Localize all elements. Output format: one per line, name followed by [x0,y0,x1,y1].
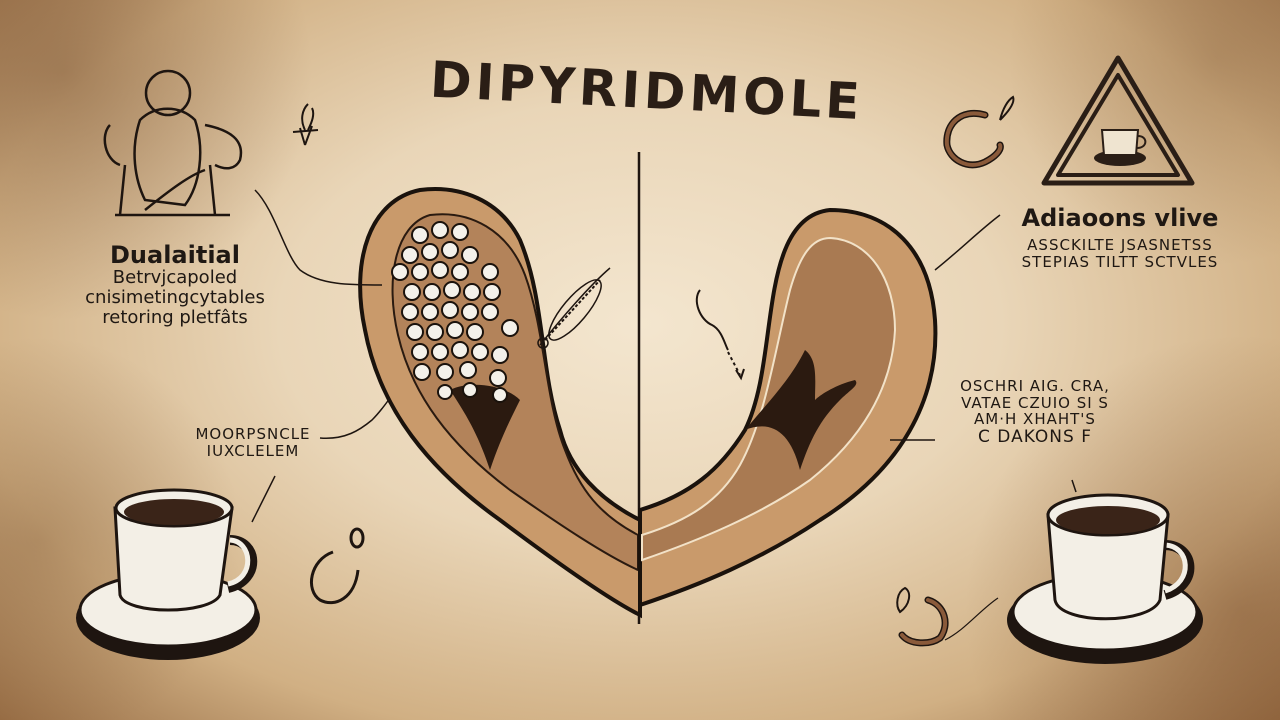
left-line-1: Betrvjcapoled [112,267,238,289]
right-heading: Adiaoons vlive [1021,204,1219,232]
right-line-1: ASSCKILTE JSASNETSS [1027,236,1213,255]
right-annotation-line-4: C DAKONS F [978,426,1092,447]
hook-doodle-icon [695,289,745,381]
swirl-doodle-icon [943,95,1015,169]
left-annotation-line-1: MOORPSNCLE [195,425,311,443]
right-line-2: STEPIAS TILTT SCTVLES [1021,252,1219,271]
left-heading: Dualaitial [110,241,240,269]
c-doodle-right-icon [896,586,999,647]
right-annotation: OSCHRI AIG. CRA, VATAE CZUIO SI S AM·H X… [945,378,1125,446]
organ-left-illustration [358,187,642,619]
right-info-block: Adiaoons vlive ASSCKILTE JSASNETSS STEPI… [1000,205,1240,270]
organ-right-illustration [638,207,938,608]
left-line-2: cnisimetingcytables [85,287,265,309]
right-annotation-line-3: AM·H XHAHT'S [974,410,1096,428]
coffee-cup-right-illustration [1007,493,1203,664]
left-line-3: retoring pletfâts [102,306,248,328]
c-doodle-left-icon [310,527,365,605]
sprout-doodle-icon [292,103,319,146]
left-annotation-line-2: IUXCLELEM [206,441,300,460]
pill-cluster [391,221,519,403]
left-annotation: MOORPSNCLE IUXCLELEM [178,426,328,459]
right-annotation-line-1: OSCHRI AIG. CRA, [960,377,1110,395]
coffee-cup-left-illustration [76,488,260,660]
seated-figure-illustration [103,69,243,217]
connector-lines [251,189,1077,523]
left-info-block: Dualaitial Betrvjcapoled cnisimetingcyta… [55,242,295,328]
capsule-doodle-icon [537,279,602,349]
warning-triangle-icon [1041,55,1195,186]
right-annotation-line-2: VATAE CZUIO SI S [961,393,1109,412]
